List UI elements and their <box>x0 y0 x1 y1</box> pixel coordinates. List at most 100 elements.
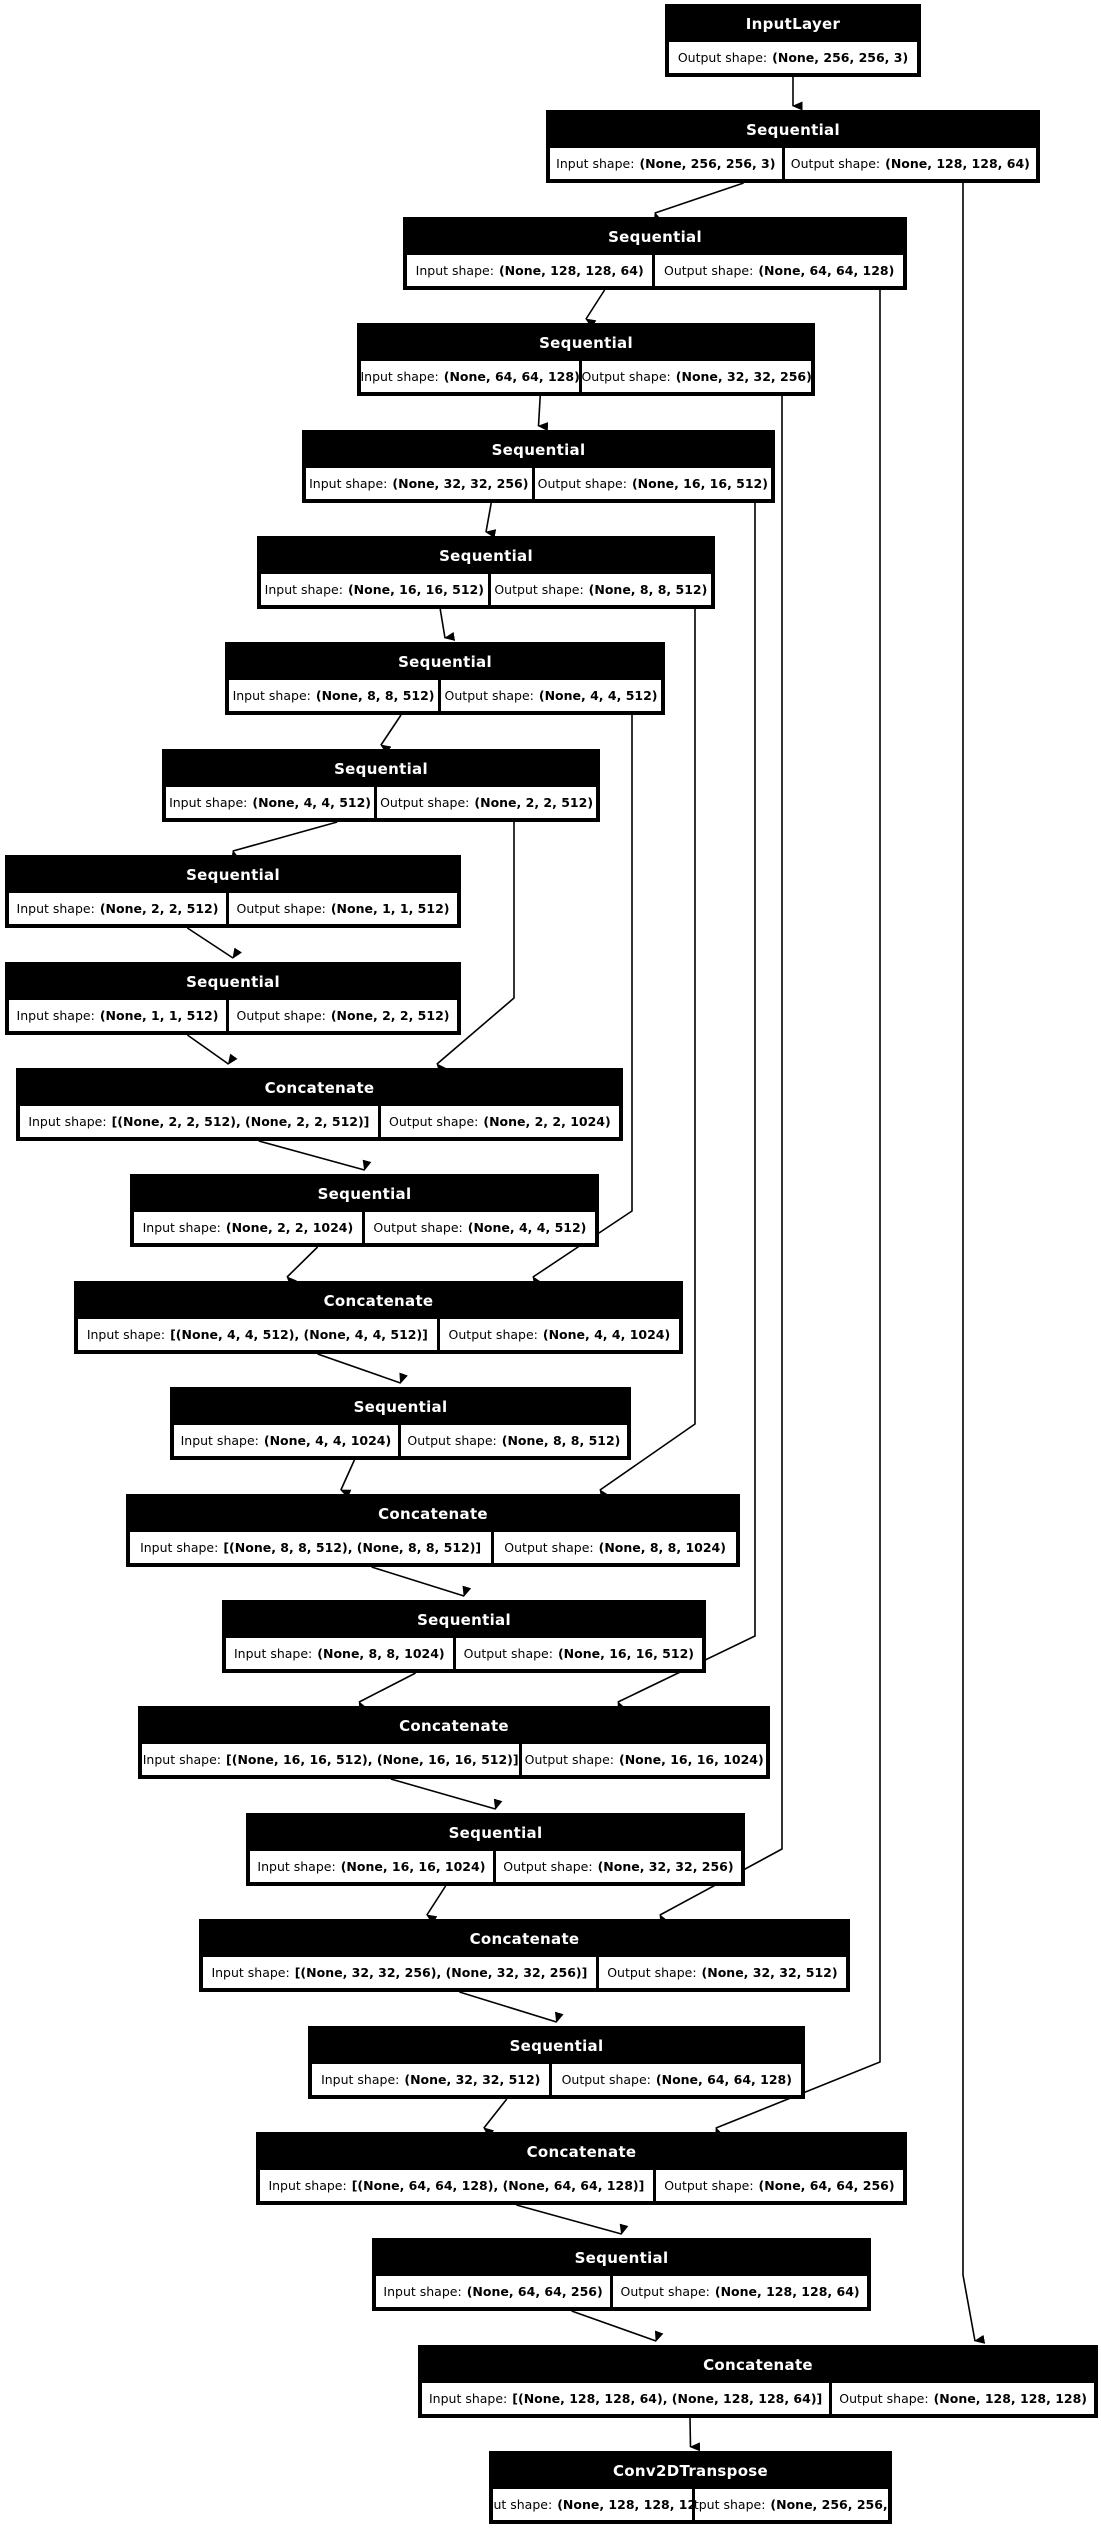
layer-title: Concatenate <box>469 1929 580 1948</box>
input-shape-cell: Input shape: [(None, 4, 4, 512), (None, … <box>78 1319 437 1350</box>
input-shape-cell: Input shape: (None, 64, 64, 256) <box>376 2276 611 2307</box>
input-shape-cell: Input shape: (None, 128, 128, 64) <box>407 255 653 286</box>
input-shape-value: (None, 64, 64, 128) <box>443 369 580 384</box>
output-shape-cell: Output shape: (None, 256, 256, 3) <box>669 42 917 73</box>
layer-node-sequential: Sequential Input shape: (None, 64, 64, 2… <box>372 2238 871 2311</box>
output-shape-cell: Output shape: (None, 4, 4, 512) <box>364 1212 595 1243</box>
skip-edge <box>599 609 696 1501</box>
input-shape-cell: Input shape: (None, 2, 2, 1024) <box>134 1212 362 1243</box>
layer-node-sequential: Sequential Input shape: (None, 8, 8, 512… <box>225 642 665 715</box>
input-shape-cell: Input shape: (None, 4, 4, 1024) <box>174 1425 398 1456</box>
output-shape-cell: Output shape: (None, 8, 8, 1024) <box>494 1532 737 1563</box>
output-shape-value: (None, 32, 32, 512) <box>701 1965 838 1980</box>
output-shape-label: Output shape: <box>236 1008 326 1023</box>
output-shape-value: (None, 256, 256, 3) <box>770 2497 888 2512</box>
input-shape-label: Input shape: <box>232 688 311 703</box>
output-shape-cell: Output shape: (None, 8, 8, 512) <box>400 1425 627 1456</box>
chain-edge <box>571 2310 664 2342</box>
layer-title: Sequential <box>334 759 428 778</box>
output-shape-value: (None, 128, 128, 128) <box>933 2391 1088 2406</box>
input-shape-label: Input shape: <box>428 2391 508 2406</box>
layer-node-concatenate: Concatenate Input shape: [(None, 4, 4, 5… <box>74 1281 683 1354</box>
input-shape-value: (None, 4, 4, 512) <box>252 795 371 810</box>
shape-cells: Input shape: (None, 16, 16, 512) Output … <box>261 574 711 605</box>
shape-cells: Input shape: (None, 8, 8, 1024) Output s… <box>226 1638 702 1669</box>
shape-cells: Input shape: [(None, 64, 64, 128), (None… <box>260 2170 904 2201</box>
output-shape-label: Output shape: <box>620 2284 710 2299</box>
input-shape-label: Input shape: <box>321 2072 400 2087</box>
input-shape-value: [(None, 16, 16, 512), (None, 16, 16, 512… <box>226 1752 519 1767</box>
output-shape-cell: Output shape: (None, 16, 16, 1024) <box>522 1744 766 1775</box>
shape-cells: Input shape: (None, 4, 4, 1024) Output s… <box>174 1425 627 1456</box>
layer-node-sequential: Sequential Input shape: (None, 4, 4, 512… <box>162 749 600 822</box>
layer-title: Concatenate <box>264 1078 375 1097</box>
chain-edge <box>380 714 402 755</box>
output-shape-label: Output shape: <box>503 1859 593 1874</box>
shape-cells: Input shape: [(None, 128, 128, 64), (Non… <box>422 2383 1095 2414</box>
chain-edge <box>231 821 338 862</box>
shape-cells: Output shape: (None, 256, 256, 3) <box>669 42 917 73</box>
output-shape-value: (None, 8, 8, 1024) <box>598 1540 726 1555</box>
layer-title: Conv2DTranspose <box>612 2461 768 2480</box>
layer-node-concatenate: Concatenate Input shape: [(None, 128, 12… <box>418 2345 1098 2418</box>
layer-node-sequential: Sequential Input shape: (None, 16, 16, 5… <box>257 536 715 609</box>
input-shape-label: Input shape: <box>211 1965 290 1980</box>
skip-edge <box>962 183 986 2344</box>
output-shape-cell: Output shape: (None, 64, 64, 128) <box>552 2064 802 2095</box>
chain-edge <box>358 1672 416 1713</box>
layer-node-sequential: Sequential Input shape: (None, 32, 32, 5… <box>308 2026 805 2099</box>
output-shape-cell: Output shape: (None, 32, 32, 256) <box>495 1851 742 1882</box>
output-shape-value: (None, 4, 4, 1024) <box>542 1327 671 1342</box>
output-shape-cell: Output shape: (None, 16, 16, 512) <box>455 1638 702 1669</box>
layer-title: Sequential <box>574 2248 669 2267</box>
input-shape-value: (None, 32, 32, 256) <box>392 476 529 491</box>
shape-cells: Input shape: (None, 16, 16, 1024) Output… <box>250 1851 742 1882</box>
layer-node-conv2dtranspose: Conv2DTranspose Input shape: (None, 128,… <box>489 2451 892 2524</box>
chain-edge <box>317 1353 408 1384</box>
output-shape-value: (None, 32, 32, 256) <box>597 1859 734 1874</box>
input-shape-label: Input shape: <box>142 1752 222 1767</box>
output-shape-label: Output shape: <box>664 2178 754 2193</box>
layer-node-sequential: Sequential Input shape: (None, 1, 1, 512… <box>5 962 461 1035</box>
output-shape-label: Output shape: <box>537 476 627 491</box>
layer-title: Sequential <box>491 440 586 459</box>
output-shape-value: (None, 256, 256, 3) <box>772 50 909 65</box>
input-shape-label: Input shape: <box>140 1540 219 1555</box>
input-shape-cell: Input shape: (None, 1, 1, 512) <box>9 1000 226 1031</box>
layer-node-concatenate: Concatenate Input shape: [(None, 8, 8, 5… <box>126 1494 740 1567</box>
output-shape-value: (None, 2, 2, 512) <box>474 795 594 810</box>
input-shape-cell: Input shape: (None, 8, 8, 512) <box>229 680 439 711</box>
output-shape-cell: Output shape: (None, 256, 256, 3) <box>694 2489 888 2520</box>
chain-edge <box>258 1140 372 1171</box>
input-shape-cell: Input shape: (None, 16, 16, 512) <box>261 574 488 605</box>
input-shape-label: Input shape: <box>309 476 388 491</box>
output-shape-cell: Output shape: (None, 64, 64, 128) <box>655 255 904 286</box>
output-shape-label: Output shape: <box>694 2497 766 2512</box>
output-shape-label: Output shape: <box>373 1220 463 1235</box>
shape-cells: Input shape: (None, 256, 256, 3) Output … <box>550 148 1037 179</box>
chain-edge <box>689 2417 701 2452</box>
shape-cells: Input shape: (None, 4, 4, 512) Output sh… <box>166 787 596 818</box>
input-shape-label: Input shape: <box>493 2497 553 2512</box>
layer-title: Sequential <box>539 333 633 352</box>
layer-title: Concatenate <box>526 2142 637 2161</box>
input-shape-label: Input shape: <box>361 369 439 384</box>
output-shape-value: (None, 4, 4, 512) <box>467 1220 587 1235</box>
shape-cells: Input shape: (None, 2, 2, 512) Output sh… <box>9 893 458 924</box>
shape-cells: Input shape: (None, 32, 32, 256) Output … <box>306 468 771 499</box>
input-shape-cell: Input shape: (None, 32, 32, 512) <box>312 2064 550 2095</box>
shape-cells: Input shape: (None, 2, 2, 1024) Output s… <box>134 1212 595 1243</box>
output-shape-label: Output shape: <box>407 1433 497 1448</box>
output-shape-cell: Output shape: (None, 1, 1, 512) <box>228 893 458 924</box>
input-shape-cell: Input shape: [(None, 8, 8, 512), (None, … <box>130 1532 492 1563</box>
layer-title: Sequential <box>353 1397 448 1416</box>
input-shape-cell: Input shape: (None, 8, 8, 1024) <box>226 1638 453 1669</box>
skip-edge <box>659 396 783 1926</box>
chain-edge <box>485 502 497 539</box>
shape-cells: Input shape: [(None, 8, 8, 512), (None, … <box>130 1532 737 1563</box>
input-shape-label: Input shape: <box>257 1859 336 1874</box>
output-shape-label: Output shape: <box>389 1114 479 1129</box>
output-shape-cell: Output shape: (None, 32, 32, 256) <box>582 361 811 392</box>
